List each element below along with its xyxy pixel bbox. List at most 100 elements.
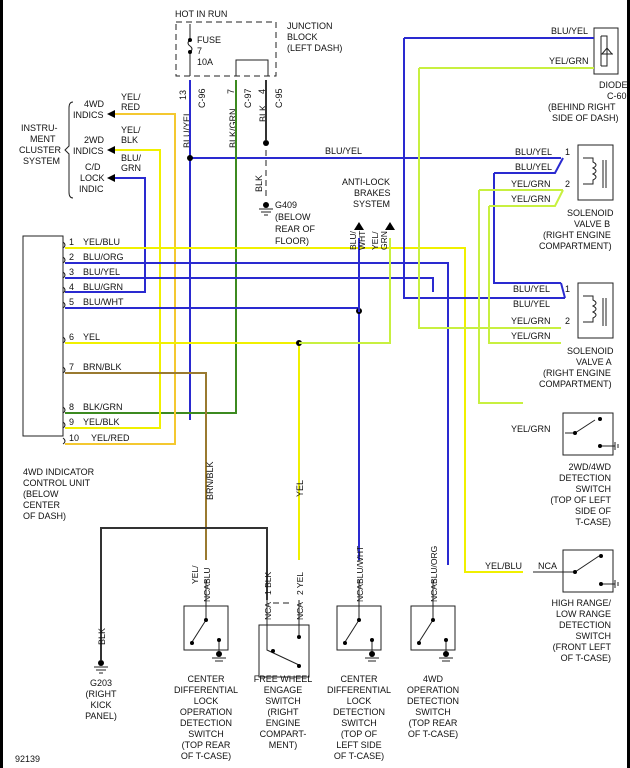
svg-text:NCA: NCA: [429, 584, 439, 602]
ground-icon: [216, 651, 222, 657]
solenoid-a-coil-icon: [583, 295, 597, 323]
svg-text:BLU/YEL: BLU/YEL: [515, 147, 552, 157]
svg-text:(RIGHT ENGINE: (RIGHT ENGINE: [543, 230, 611, 240]
svg-text:ENGINE: ENGINE: [266, 718, 301, 728]
svg-text:COMPARTMENT): COMPARTMENT): [539, 241, 612, 251]
hot-in-run-label: HOT IN RUN: [175, 9, 227, 19]
g409-label-2: (BELOW: [275, 212, 311, 222]
wire-label-blk-c95: BLK: [258, 105, 268, 122]
svg-text:CENTER: CENTER: [340, 674, 378, 684]
svg-text:BLU/YEL: BLU/YEL: [513, 299, 550, 309]
svg-text:DIFFERENTIAL: DIFFERENTIAL: [327, 685, 391, 695]
svg-text:MENT): MENT): [269, 740, 298, 750]
svg-text:4WD: 4WD: [423, 674, 444, 684]
svg-text:LOCK: LOCK: [347, 696, 372, 706]
switch-4wd-operation: NCABLU/ORG4WDOPERATIONDETECTIONSWITCH(TO…: [407, 546, 459, 739]
svg-text:LEFT SIDE: LEFT SIDE: [336, 740, 381, 750]
svg-text:DETECTION: DETECTION: [559, 620, 611, 630]
svg-text:(FRONT LEFT: (FRONT LEFT: [553, 642, 612, 652]
svg-text:DETECTION: DETECTION: [180, 718, 232, 728]
svg-text:YEL/GRN: YEL/GRN: [511, 194, 551, 204]
diode-label: DIODE: [599, 80, 628, 90]
ground-icon: [443, 651, 449, 657]
svg-text:BLU/ORG: BLU/ORG: [429, 546, 439, 584]
svg-text:1 BLK: 1 BLK: [263, 572, 273, 595]
svg-text:1: 1: [69, 237, 74, 247]
solenoid-b-box: [577, 144, 614, 201]
splice-dot: [187, 155, 193, 161]
svg-text:1: 1: [565, 284, 570, 294]
switch-2wd4wd-box: [562, 412, 614, 456]
svg-text:INDICS: INDICS: [73, 110, 104, 120]
switch-hilo-label: HIGH RANGE/LOW RANGEDETECTIONSWITCH(FRON…: [551, 598, 611, 663]
svg-text:7: 7: [69, 362, 74, 372]
svg-text:OF T-CASE): OF T-CASE): [181, 751, 231, 761]
svg-text:OPERATION: OPERATION: [407, 685, 459, 695]
svg-text:2WD/4WD: 2WD/4WD: [569, 462, 612, 472]
svg-text:9: 9: [69, 417, 74, 427]
svg-text:BLU/YEL: BLU/YEL: [551, 26, 588, 36]
arrow-4wd-icon: [107, 110, 115, 118]
switch-cdl-operation: NCAYEL/BLUCENTERDIFFERENTIALLOCKOPERATIO…: [174, 565, 238, 761]
diode-box: [593, 27, 619, 75]
fuse-number: 7: [197, 46, 202, 56]
control-unit-label: 4WD INDICATOR: [23, 467, 95, 477]
solenoid-b-label: SOLENOID: [567, 208, 614, 218]
svg-text:ENGAGE: ENGAGE: [264, 685, 303, 695]
svg-text:(RIGHT ENGINE: (RIGHT ENGINE: [543, 368, 611, 378]
svg-text:YEL/BLK: YEL/BLK: [83, 417, 120, 427]
svg-text:WHT: WHT: [357, 231, 367, 250]
svg-text:13: 13: [178, 90, 188, 100]
svg-text:8: 8: [69, 402, 74, 412]
connector-c97: 7 C-97: [226, 88, 253, 108]
arrow-cdlock-icon: [107, 174, 115, 182]
svg-text:YEL/BLU: YEL/BLU: [83, 237, 120, 247]
svg-text:BLU/WHT: BLU/WHT: [83, 297, 124, 307]
svg-text:NCA: NCA: [202, 584, 212, 602]
wire-bluorg: [65, 262, 449, 565]
junction-block-label-1: JUNCTION: [287, 21, 333, 31]
g409-label-1: G409: [275, 200, 297, 210]
svg-text:(TOP REAR: (TOP REAR: [182, 740, 231, 750]
svg-text:OF T-CASE): OF T-CASE): [561, 653, 611, 663]
svg-text:YEL/RED: YEL/RED: [91, 433, 130, 443]
wire-bluyel-pin3: [65, 277, 434, 292]
indic-cd-lock-label: C/D: [85, 162, 101, 172]
svg-text:GRN: GRN: [379, 231, 389, 250]
svg-text:(BEHIND RIGHT: (BEHIND RIGHT: [548, 102, 616, 112]
junction-block-label-3: (LEFT DASH): [287, 43, 342, 53]
svg-text:NCA: NCA: [538, 561, 557, 571]
svg-text:KICK: KICK: [90, 700, 111, 710]
svg-text:HIGH RANGE/: HIGH RANGE/: [551, 598, 611, 608]
g409-label-3: REAR OF: [275, 224, 316, 234]
control-unit-box: [22, 235, 64, 437]
svg-text:BLU/YEL: BLU/YEL: [513, 284, 550, 294]
wire-label-bus: BLU/YEL: [325, 146, 362, 156]
cluster-label-3: CLUSTER: [19, 145, 62, 155]
svg-text:BLU/ORG: BLU/ORG: [83, 252, 124, 262]
svg-text:CENTER: CENTER: [23, 500, 61, 510]
junction-block-outline: [175, 21, 277, 77]
control-unit-pin-1: 1 YEL/BLU: [62, 237, 120, 249]
svg-text:BLK: BLK: [97, 628, 107, 645]
svg-text:PANEL): PANEL): [85, 711, 117, 721]
diagram-canvas: HOT IN RUN JUNCTION BLOCK (LEFT DASH) FU…: [15, 9, 628, 764]
svg-text:SIDE OF DASH): SIDE OF DASH): [552, 113, 619, 123]
svg-text:BLU: BLU: [202, 567, 212, 584]
svg-text:NCA: NCA: [355, 584, 365, 602]
wire-label-brnblk: BRN/BLK: [205, 461, 215, 500]
fuse-rating: 10A: [197, 57, 213, 67]
svg-text:(TOP OF LEFT: (TOP OF LEFT: [550, 495, 611, 505]
svg-text:BLU/YEL: BLU/YEL: [515, 162, 552, 172]
svg-text:YEL/BLU: YEL/BLU: [485, 561, 522, 571]
svg-text:T-CASE): T-CASE): [575, 517, 611, 527]
svg-text:YEL: YEL: [83, 332, 100, 342]
wire-yelblk: [65, 149, 161, 429]
svg-text:BLU/: BLU/: [121, 153, 142, 163]
svg-text:(RIGHT: (RIGHT: [86, 689, 117, 699]
cluster-label-4: SYSTEM: [23, 156, 60, 166]
